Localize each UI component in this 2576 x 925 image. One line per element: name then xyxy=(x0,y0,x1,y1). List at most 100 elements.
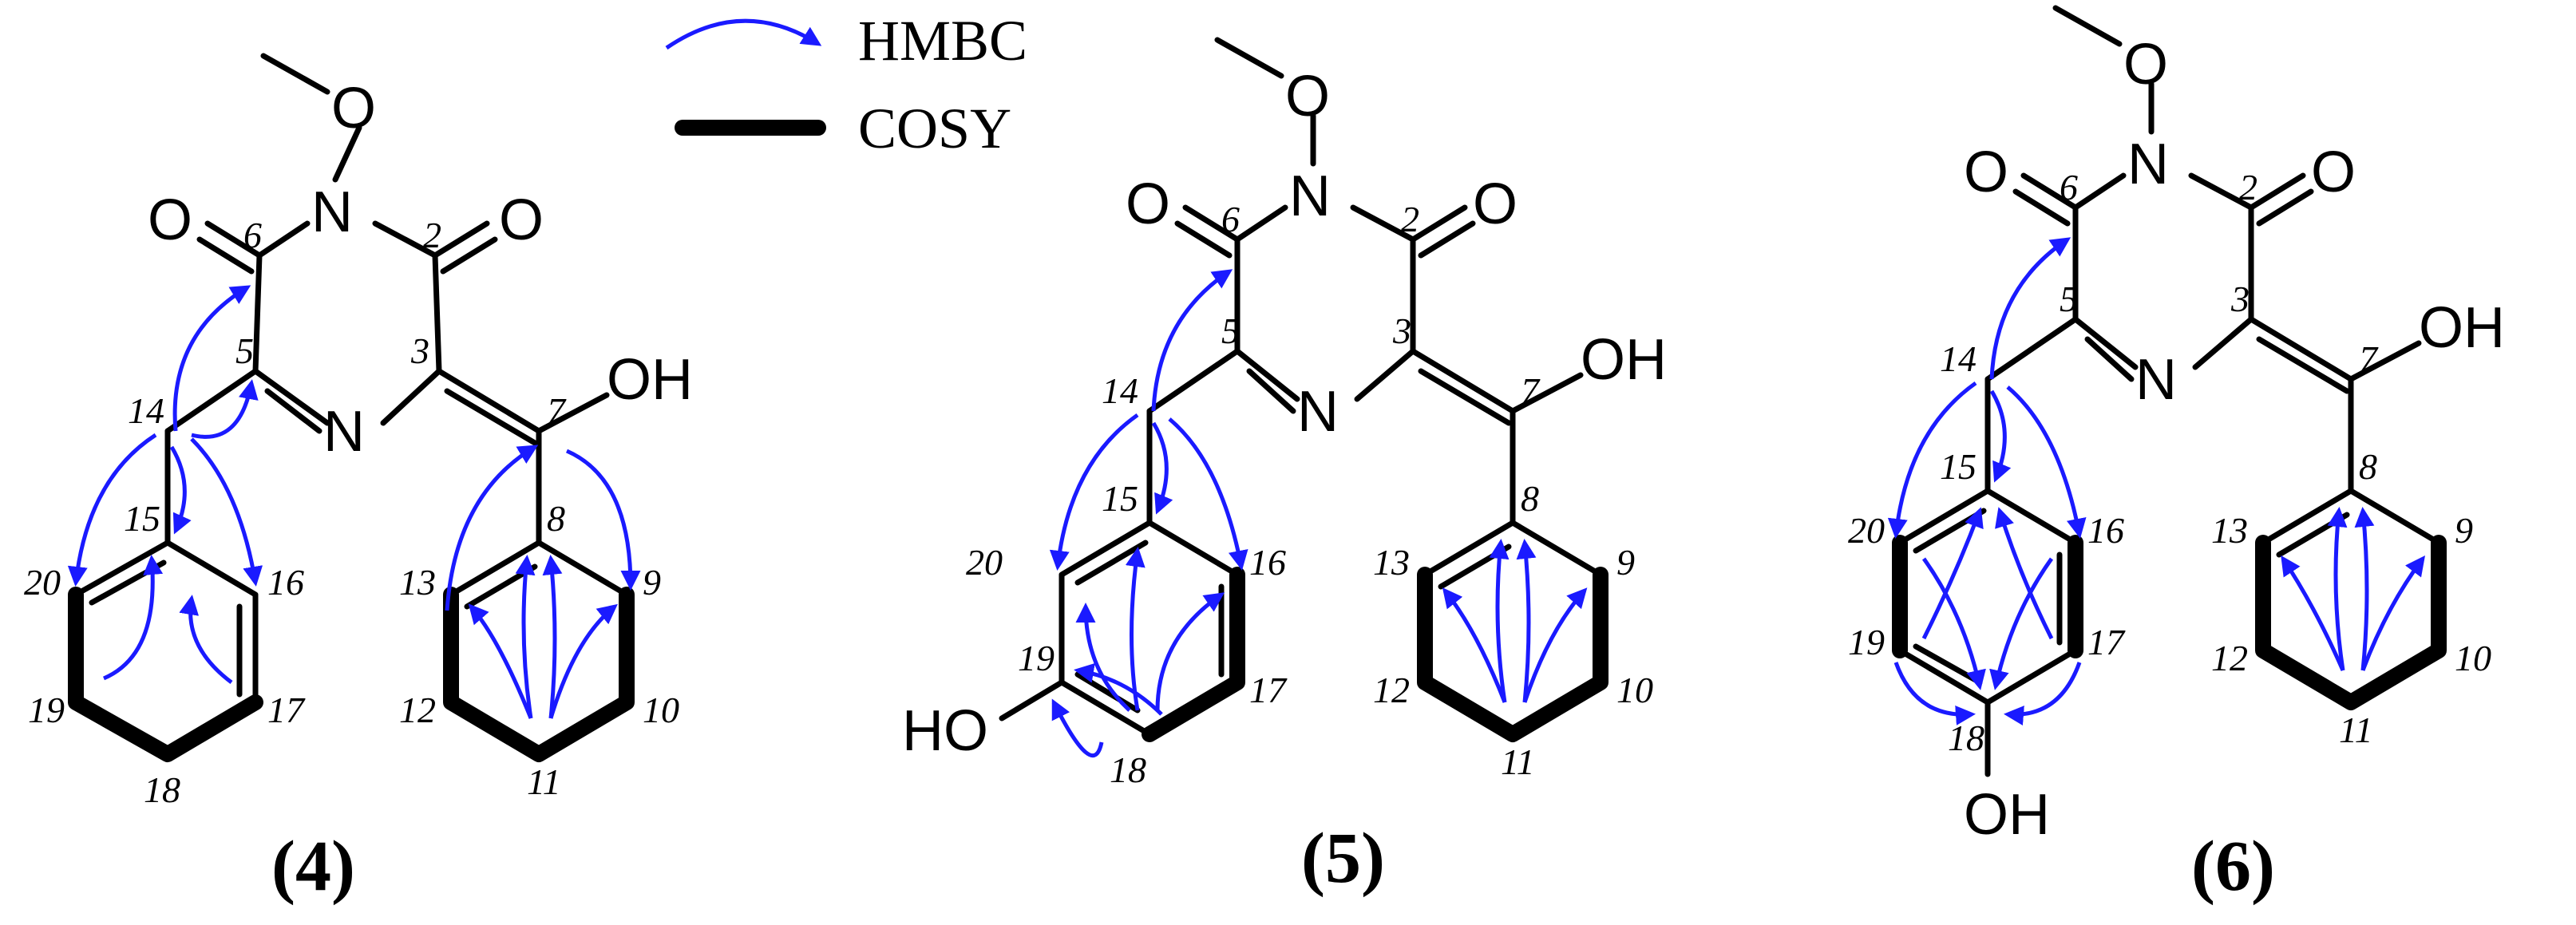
bond xyxy=(1422,520,1516,578)
bond xyxy=(332,125,362,183)
hmbc-arrow xyxy=(1516,539,1537,703)
hmbc-arrow xyxy=(1442,587,1507,703)
atom-number: 19 xyxy=(1018,638,1055,678)
atom-oh: OH xyxy=(607,348,693,412)
bond xyxy=(1354,348,1416,402)
bond xyxy=(436,368,542,434)
hmbc-arrow xyxy=(542,555,563,719)
atom-number: 15 xyxy=(1102,478,1138,519)
atom-number: 10 xyxy=(2455,638,2491,678)
compound-4: O N N O O OH xyxy=(24,53,693,906)
hmbc-arrow xyxy=(2004,662,2082,725)
bond xyxy=(2348,488,2442,546)
hmbc-arrow xyxy=(1074,662,1163,716)
bond xyxy=(252,252,263,374)
legend-cosy-label: COSY xyxy=(858,97,1011,160)
hmbc-arrow xyxy=(1921,557,1986,690)
bond xyxy=(2256,336,2350,394)
bond xyxy=(1410,204,1468,243)
atom-number: 2 xyxy=(423,215,441,255)
bond xyxy=(164,368,259,434)
hmbc-arrow xyxy=(67,433,157,587)
bond xyxy=(1146,348,1241,414)
atom-number: 10 xyxy=(643,690,679,730)
atom-number: 14 xyxy=(1940,338,1977,379)
bond xyxy=(2260,488,2354,546)
bond xyxy=(1246,368,1296,414)
bond xyxy=(536,392,610,434)
atom-number: 10 xyxy=(1616,670,1653,710)
bond xyxy=(1410,348,1516,414)
atom-o-c2: O xyxy=(499,188,544,252)
atom-number: 15 xyxy=(124,498,160,539)
atom-number: 11 xyxy=(527,761,561,802)
bond xyxy=(260,53,330,95)
bond xyxy=(1350,204,1416,243)
atom-number: 14 xyxy=(128,390,164,431)
compound-6: O N N O O OH OH xyxy=(1848,5,2505,906)
atom-o-methoxy: O xyxy=(2123,33,2168,97)
atom-number: 16 xyxy=(2087,510,2124,551)
atom-number: 9 xyxy=(2455,510,2473,551)
atom-number: 20 xyxy=(966,542,1003,583)
cosy-bond xyxy=(443,587,635,762)
atom-number: 7 xyxy=(1521,370,1541,411)
bond xyxy=(1510,372,1584,414)
bond xyxy=(256,220,311,259)
atom-number: 20 xyxy=(24,562,61,603)
hmbc-arrow xyxy=(190,437,263,587)
bond xyxy=(1984,488,2079,546)
atom-number: 3 xyxy=(410,330,429,371)
atom-number: 8 xyxy=(2359,446,2377,487)
bond xyxy=(444,388,538,446)
hmbc-arrow xyxy=(1151,421,1173,515)
atom-number: 11 xyxy=(1501,741,1535,782)
atom-number: 17 xyxy=(2087,622,2126,662)
hmbc-arrow xyxy=(1995,507,2054,640)
hmbc-arrow xyxy=(1075,603,1131,712)
atom-o-c2: O xyxy=(1473,172,1518,236)
hmbc-arrow xyxy=(169,445,192,535)
atom-o-c6: O xyxy=(148,188,192,252)
atom-number: 18 xyxy=(144,769,180,810)
atom-o-methoxy: O xyxy=(1285,65,1330,128)
hmbc-arrow xyxy=(179,595,233,684)
bond xyxy=(73,540,171,598)
compound-label-4: (4) xyxy=(271,827,355,906)
atom-number: 5 xyxy=(2060,279,2078,319)
bond xyxy=(1418,220,1476,259)
bond xyxy=(1058,520,1153,686)
bond xyxy=(1146,520,1241,578)
cosy-bond xyxy=(1417,567,1609,742)
hmbc-arrow xyxy=(1051,698,1104,758)
hmbc-arrow xyxy=(1893,662,1976,725)
hmbc-arrow xyxy=(1155,592,1225,711)
legend-hmbc-arrow xyxy=(665,18,822,50)
atom-number: 7 xyxy=(547,390,567,431)
atom-number: 5 xyxy=(235,330,254,371)
bond xyxy=(1182,204,1241,243)
hmbc-arrow xyxy=(1522,587,1588,703)
atom-n: N xyxy=(2127,132,2169,196)
bond xyxy=(380,368,442,426)
bond xyxy=(2256,188,2314,227)
hmbc-arrow xyxy=(468,603,533,719)
bond xyxy=(440,236,498,275)
atom-number: 6 xyxy=(1221,199,1240,239)
bond xyxy=(1984,316,2079,382)
atom-number: 20 xyxy=(1848,510,1885,551)
bond xyxy=(432,220,490,259)
bond xyxy=(999,679,1065,721)
hmbc-arrow xyxy=(191,379,259,439)
atom-number: 8 xyxy=(1521,478,1539,519)
atom-number: 16 xyxy=(1249,542,1286,583)
atom-oh-para: OH xyxy=(1964,783,2050,847)
atom-o-c2: O xyxy=(2311,140,2356,204)
atom-number: 12 xyxy=(2211,638,2248,678)
atom-number: 13 xyxy=(399,562,436,603)
bond xyxy=(2072,172,2127,211)
bond xyxy=(2248,316,2354,382)
bond xyxy=(252,368,330,426)
